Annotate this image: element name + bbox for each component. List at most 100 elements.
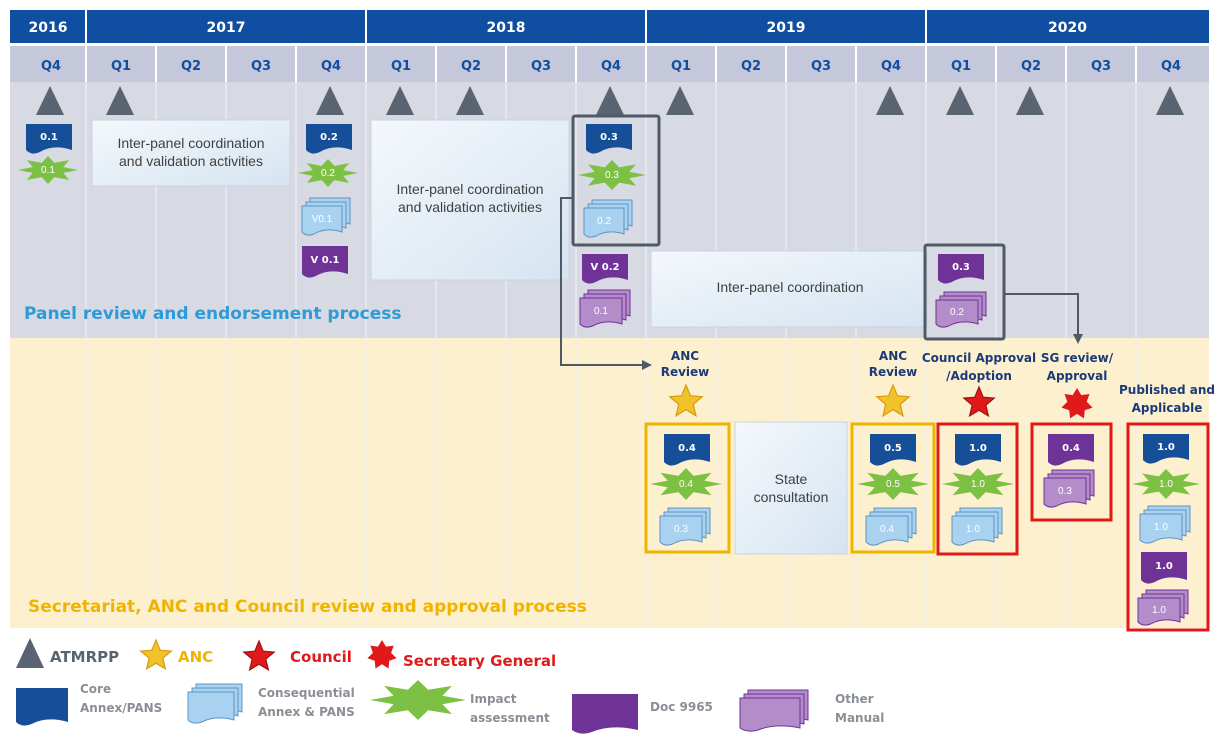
quarter-label: Q1 (671, 59, 691, 74)
core-annex-doc (870, 434, 916, 466)
secretariat-review-area (10, 338, 1209, 628)
activity-box-1 (91, 119, 291, 187)
legend-impact-assessment-icon (370, 680, 466, 720)
impact-assessment-burst (298, 159, 358, 187)
year-label: 2016 (29, 20, 68, 36)
impact-assessment-burst (857, 468, 929, 500)
activity-2-line2: and validation activities (398, 199, 542, 215)
published-label-line2: Applicable (1132, 401, 1203, 415)
other-manual-doc-label: 0.1 (594, 306, 608, 317)
quarter-label: Q2 (181, 59, 201, 74)
atmrpp-triangle-icon (386, 86, 414, 115)
legend-core-label-line1: Core (80, 682, 111, 696)
legend: ATMRPP ANC Council Secretary General Cor… (16, 638, 884, 725)
legend-doc9965-label: Doc 9965 (650, 700, 713, 714)
legend-manual-label-line1: Other (835, 692, 874, 706)
activity-1-line2: and validation activities (119, 153, 263, 169)
sg-label-line1: SG review/ (1041, 351, 1114, 365)
legend-consequential-icon (187, 691, 235, 724)
consequential-annex-doc-label: 0.4 (880, 524, 894, 535)
atmrpp-triangle-icon (1156, 86, 1184, 115)
impact-assessment-burst-label: 0.4 (679, 479, 693, 490)
quarter-label: Q1 (391, 59, 411, 74)
doc9965-doc (582, 254, 628, 284)
legend-doc9965-icon (572, 694, 638, 734)
activity-box-2 (370, 119, 570, 281)
legend-impact-label-line1: Impact (470, 692, 517, 706)
yellow-frame-anc-review-2 (850, 422, 936, 554)
year-label: 2020 (1048, 20, 1087, 36)
atmrpp-triangle-icon (666, 86, 694, 115)
core-annex-doc-label: 0.2 (320, 132, 338, 143)
legend-sg-star-icon (367, 640, 397, 669)
consequential-annex-doc (659, 515, 703, 546)
anc-review-2-label-line2: Review (869, 365, 918, 379)
core-annex-doc (664, 434, 710, 466)
consequential-annex-doc (951, 515, 995, 546)
quarter-label: Q1 (111, 59, 131, 74)
quarter-label: Q2 (1021, 59, 1041, 74)
legend-atmrpp-triangle-icon (16, 638, 44, 668)
consequential-annex-doc-label: 1.0 (1154, 522, 1168, 533)
core-annex-doc (586, 124, 632, 154)
red-frame-published (1126, 422, 1210, 632)
core-annex-doc (955, 434, 1001, 466)
consequential-annex-doc (583, 207, 625, 238)
anc-review-1-label-line1: ANC (671, 349, 699, 363)
quarter-label: Q2 (741, 59, 761, 74)
other-manual-doc (1043, 477, 1087, 508)
doc9965-doc (1141, 552, 1187, 584)
consequential-annex-doc-label: 0.2 (597, 216, 611, 227)
atmrpp-triangle-icon (106, 86, 134, 115)
activity-3-label: Inter-panel coordination (716, 279, 863, 295)
impact-assessment-burst (578, 160, 646, 190)
doc9965-doc-label: 1.0 (1155, 561, 1173, 572)
other-manual-doc-label: 0.3 (1058, 486, 1072, 497)
consequential-annex-doc-label: 1.0 (966, 524, 980, 535)
activity-box-3 (650, 250, 928, 328)
legend-core-annex-icon (16, 688, 68, 726)
legend-impact-label-line2: assessment (470, 711, 550, 725)
consequential-annex-doc-label: 0.3 (674, 524, 688, 535)
quarter-row (10, 46, 1209, 82)
quarter-label: Q4 (321, 59, 341, 74)
core-annex-doc (306, 124, 352, 154)
impact-assessment-burst-label: 0.1 (41, 165, 55, 176)
stage-labels: ANC Review ANC Review Council Approval /… (661, 349, 1215, 415)
impact-assessment-burst (650, 468, 722, 500)
doc9965-doc-label: 0.4 (1062, 443, 1080, 454)
core-annex-doc-label: 1.0 (969, 443, 987, 454)
secretary-general-star-icon (1061, 388, 1093, 419)
core-annex-doc-label: 0.5 (884, 443, 902, 454)
legend-anc-label: ANC (178, 648, 213, 666)
impact-assessment-burst (1132, 469, 1200, 499)
impact-assessment-burst-label: 0.3 (605, 170, 619, 181)
quarter-label: Q3 (811, 59, 831, 74)
legend-manual-label-line2: Manual (835, 711, 884, 725)
council-star-icon (962, 385, 996, 418)
doc9965-doc-label: 0.3 (952, 262, 970, 273)
atmrpp-triangle-icon (456, 86, 484, 115)
consequential-annex-doc (865, 515, 909, 546)
core-annex-doc-label: 1.0 (1157, 442, 1175, 453)
other-manual-doc (935, 299, 979, 328)
quarter-label: Q4 (601, 59, 621, 74)
panel-process-title: Panel review and endorsement process (24, 304, 401, 324)
consequential-annex-doc (301, 205, 343, 236)
impact-assessment-burst (18, 156, 78, 184)
year-label: 2018 (487, 20, 526, 36)
atmrpp-triangle-icon (316, 86, 344, 115)
atmrpp-triangle-icon (876, 86, 904, 115)
doc9965-doc-label: V 0.2 (591, 262, 620, 273)
quarter-label: Q4 (41, 59, 61, 74)
legend-core-label-line2: Annex/PANS (80, 701, 162, 715)
red-frame-sg (1030, 422, 1113, 522)
doc9965-doc (938, 254, 984, 284)
year-header-bar (10, 10, 1209, 43)
doc9965-doc (302, 246, 348, 278)
atmrpp-triangle-icon (596, 86, 624, 115)
legend-consequential-label-line1: Consequential (258, 686, 355, 700)
legend-consequential-label-line2: Annex & PANS (258, 705, 355, 719)
legend-anc-star-icon (139, 638, 173, 671)
